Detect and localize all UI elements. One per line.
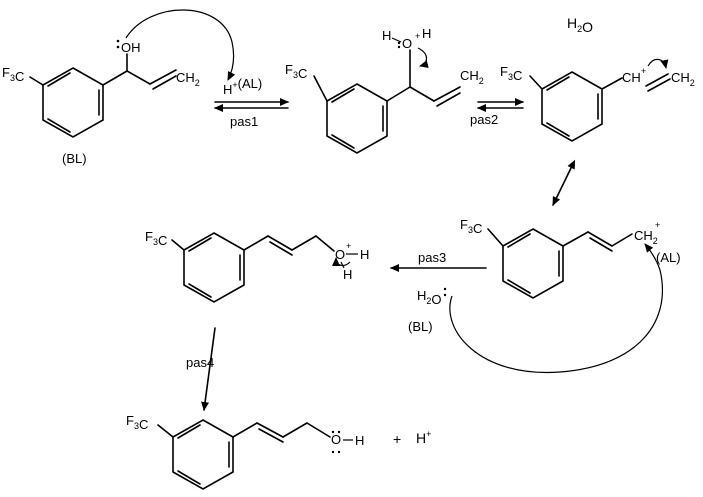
h-label: H bbox=[360, 247, 369, 262]
h-label: H bbox=[343, 267, 352, 282]
water-byproduct: H2O bbox=[567, 15, 593, 35]
h-label: H bbox=[355, 433, 364, 448]
benzene-ring bbox=[541, 71, 603, 142]
benzene-ring bbox=[502, 228, 564, 299]
water-role-label: (BL) bbox=[408, 319, 433, 334]
step-label-pas1: pas1 bbox=[230, 114, 258, 129]
curved-arrow-resonance bbox=[647, 58, 669, 69]
f3c-group-label: F3C bbox=[2, 65, 24, 84]
resonance-arrow bbox=[552, 159, 576, 206]
molecule-5-protonated-alcohol: F3C O + H H bbox=[145, 229, 369, 303]
benzene-ring bbox=[172, 419, 234, 490]
positive-charge: + bbox=[655, 220, 660, 230]
step-label-pas2: pas2 bbox=[470, 112, 498, 127]
ch-label: CH bbox=[622, 70, 641, 85]
benzene-ring bbox=[183, 232, 245, 303]
f3c-group-label: F3C bbox=[460, 217, 482, 236]
ch2-label: CH2 bbox=[176, 70, 200, 88]
molecule-2-oxonium: F3C H O + H CH2 bbox=[285, 26, 484, 154]
curved-arrow-deprotonation bbox=[332, 257, 351, 267]
molecule-4-primary-carbocation: F3C CH2 + (AL) bbox=[460, 217, 681, 299]
positive-charge: + bbox=[415, 31, 420, 41]
oxygen-label: O bbox=[402, 36, 412, 51]
role-label-acid: (AL) bbox=[656, 250, 681, 265]
f3c-group-label: F3C bbox=[145, 229, 167, 248]
positive-charge: + bbox=[641, 66, 646, 76]
reaction-arrow-step-4 bbox=[201, 327, 216, 411]
oxygen-label: O bbox=[335, 247, 345, 262]
hydroxyl-label: OH bbox=[121, 40, 141, 55]
benzene-ring bbox=[42, 67, 104, 138]
f3c-group-label: F3C bbox=[285, 62, 307, 81]
role-label-base: (BL) bbox=[62, 151, 87, 166]
proton-product: H+ bbox=[416, 429, 431, 446]
ch2-label: CH2 bbox=[460, 68, 484, 86]
ch2-label: CH2 bbox=[634, 228, 658, 246]
plus-sign: + bbox=[393, 431, 401, 447]
positive-charge: + bbox=[346, 241, 351, 251]
equilibrium-arrow-step-1 bbox=[214, 98, 289, 112]
oxygen-label: O bbox=[331, 432, 341, 447]
equilibrium-arrow-step-2 bbox=[477, 98, 524, 112]
f3c-group-label: F3C bbox=[126, 413, 148, 432]
h-label: H bbox=[422, 26, 431, 41]
molecule-3-allylic-carbocation: F3C CH + CH2 bbox=[500, 58, 695, 142]
f3c-group-label: F3C bbox=[500, 64, 522, 83]
attacking-water-label: H2O bbox=[417, 288, 442, 307]
curved-arrow-oh-to-proton bbox=[125, 9, 236, 81]
ch2-label: CH2 bbox=[671, 70, 695, 88]
curved-arrow-bond-cleavage bbox=[417, 47, 429, 68]
h-label: H bbox=[382, 28, 391, 43]
curved-arrow-water-attack bbox=[449, 243, 664, 374]
benzene-ring bbox=[326, 83, 388, 154]
molecule-1-alcohol: F3C OH CH2 (BL) bbox=[2, 39, 200, 166]
step-label-pas4: pas4 bbox=[186, 355, 214, 370]
acid-label: H+(AL) bbox=[223, 76, 262, 97]
molecule-6-cinnamyl-alcohol-product: F3C O H bbox=[126, 413, 364, 490]
step-label-pas3: pas3 bbox=[418, 250, 446, 265]
